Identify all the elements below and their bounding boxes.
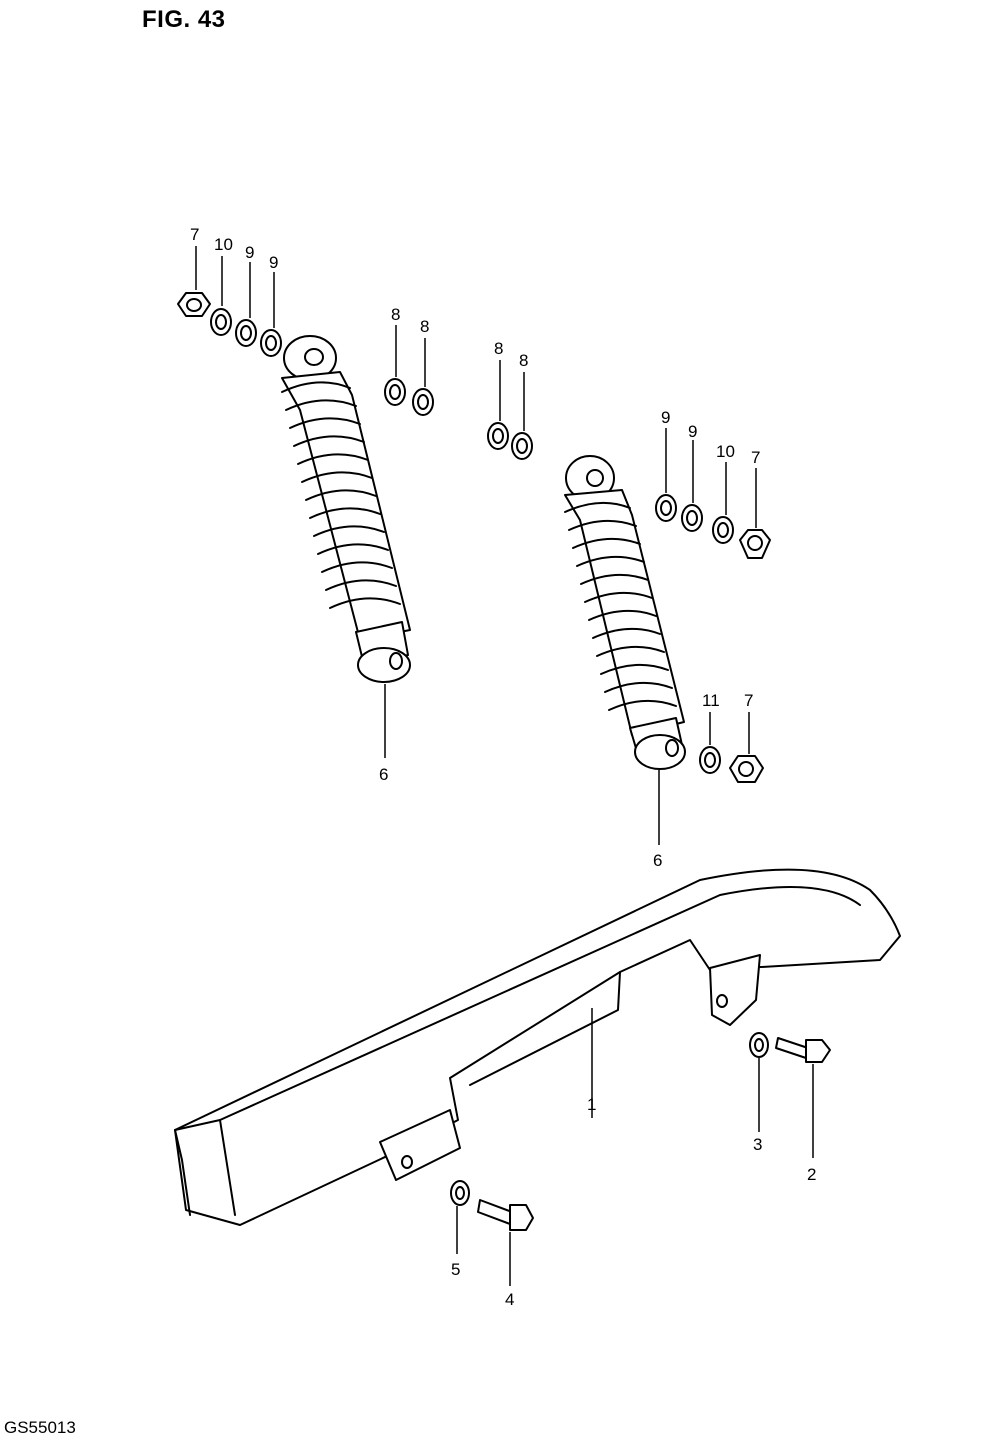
- bolt-2: [775, 1037, 831, 1063]
- callout-9: 9: [269, 253, 278, 272]
- callout-labels: 7 10 9 9 8 8 8 8 9 9 10 7 11 7 6 6 1 2 3…: [190, 225, 816, 1309]
- left-shock-absorber: [281, 335, 411, 683]
- callout-8: 8: [494, 339, 503, 358]
- callout-4: 4: [505, 1290, 514, 1309]
- callout-9: 9: [661, 408, 670, 427]
- right-shock-spring: [564, 501, 677, 711]
- figure-title: FIG. 43: [142, 6, 226, 33]
- diagram-code: GS55013: [4, 1418, 76, 1437]
- callout-8: 8: [420, 317, 429, 336]
- right-shock-absorber: [564, 455, 686, 770]
- callout-6: 6: [653, 851, 662, 870]
- right-mounting-hardware: [655, 494, 771, 783]
- washer-5: [450, 1180, 470, 1206]
- chain-case: [174, 868, 901, 1226]
- callout-6: 6: [379, 765, 388, 784]
- bolt-4: [477, 1199, 534, 1231]
- callout-5: 5: [451, 1260, 460, 1279]
- callout-3: 3: [753, 1135, 762, 1154]
- callout-2: 2: [807, 1165, 816, 1184]
- left-mounting-hardware: [177, 292, 533, 460]
- callout-11: 11: [702, 691, 720, 710]
- callout-8: 8: [519, 351, 528, 370]
- callout-7: 7: [751, 448, 760, 467]
- callout-10: 10: [716, 442, 735, 461]
- callout-9: 9: [688, 422, 697, 441]
- callout-10: 10: [214, 235, 233, 254]
- callout-8: 8: [391, 305, 400, 324]
- callout-7: 7: [744, 691, 753, 710]
- callout-7: 7: [190, 225, 199, 244]
- callout-9: 9: [245, 243, 254, 262]
- callout-1: 1: [587, 1095, 596, 1114]
- left-shock-spring: [281, 381, 401, 609]
- washer-3: [749, 1032, 769, 1058]
- leader-lines: [195, 246, 814, 1286]
